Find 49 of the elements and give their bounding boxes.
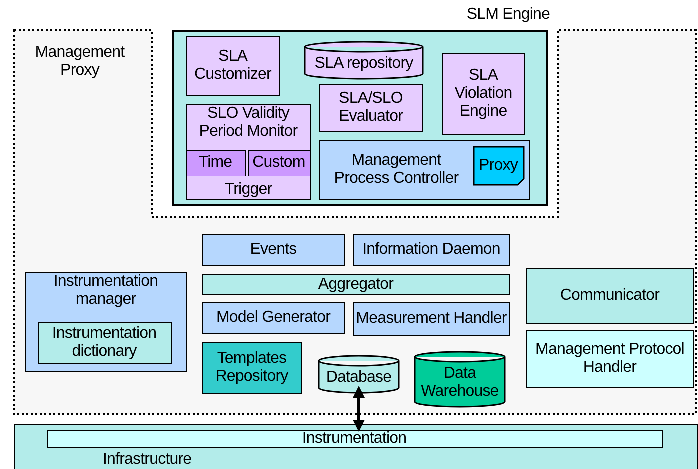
component-label: Time (198, 154, 232, 172)
repository-cylinder (304, 42, 424, 80)
component-label: Management Process Controller (333, 152, 460, 188)
component-box (353, 234, 510, 266)
component-box (186, 36, 280, 96)
trigger-box (248, 150, 310, 176)
component-label: SLA Violation Engine (454, 67, 514, 121)
double-arrow (353, 386, 365, 432)
monitor-box (186, 104, 311, 200)
component-label: Custom (252, 154, 306, 172)
controller-box (319, 140, 530, 200)
document-shape (472, 146, 524, 186)
component-box (526, 330, 694, 388)
component-label: SLA repository (314, 55, 414, 73)
component-label: Events (250, 241, 297, 259)
component-label: Trigger (224, 181, 272, 199)
manager-box (25, 272, 187, 372)
component-label: Proxy (479, 156, 518, 174)
component-label: Measurement Handler (356, 310, 507, 328)
dictionary-box (38, 322, 172, 364)
component-label: Management Proxy (34, 44, 126, 80)
repository-box (202, 342, 302, 394)
trigger-box (186, 150, 246, 176)
engine-title: SLM Engine (466, 6, 550, 24)
component-box (442, 53, 525, 135)
component-box (526, 268, 694, 324)
infrastructure-band (14, 424, 698, 469)
component-label: SLA/SLO Evaluator (338, 90, 404, 126)
component-label: Aggregator (318, 276, 394, 294)
component-label: Templates Repository (214, 350, 290, 386)
component-label: Model Generator (216, 309, 331, 327)
component-label: Database (326, 369, 392, 387)
component-box (202, 234, 345, 266)
component-box (319, 84, 423, 132)
component-box (353, 302, 510, 336)
component-bar (202, 274, 510, 295)
component-label: SLA Customizer (194, 48, 272, 84)
component-label: Instrumentation dictionary (51, 324, 158, 360)
instrumentation-bar (46, 430, 662, 448)
component-box (202, 302, 345, 334)
component-label: Management Protocol Handler (534, 341, 686, 377)
component-label: Communicator (560, 287, 660, 305)
warehouse-cylinder (414, 352, 506, 408)
component-label: Instrumentation (302, 430, 407, 448)
component-label: SLO Validity Period Monitor (198, 105, 299, 141)
component-label: Instrumentation manager (52, 273, 160, 309)
component-label: Infrastructure (103, 451, 192, 469)
component-label: Data Warehouse (420, 365, 500, 401)
component-label: Information Daemon (362, 241, 500, 259)
